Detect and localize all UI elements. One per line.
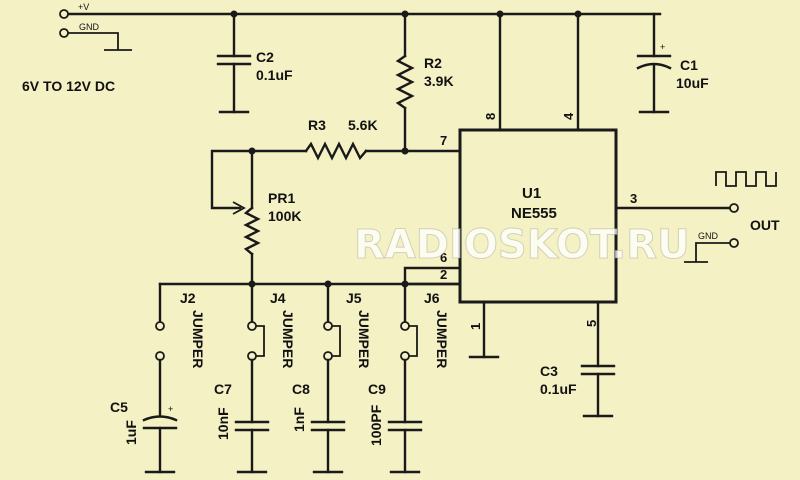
c5-value: 1uF [123, 420, 139, 445]
j4-label: JUMPER [280, 310, 296, 368]
pin6-number: 6 [440, 250, 447, 265]
c5-polarity: + [168, 404, 173, 414]
pr1-value: 100K [268, 208, 301, 224]
gnd-label: GND [79, 22, 100, 32]
c7-value: 10nF [215, 407, 231, 440]
output-ground-symbol [684, 242, 730, 263]
r3-ref: R3 [308, 117, 326, 133]
c3-value: 0.1uF [540, 381, 577, 397]
r2-value: 3.9K [424, 73, 454, 89]
jumper-j4[interactable] [247, 282, 265, 424]
watermark-text: RADIOSKOT.RU [354, 222, 690, 268]
c1-value: 10uF [676, 75, 709, 91]
resistor-r2[interactable] [395, 12, 415, 153]
capacitor-c8[interactable] [310, 420, 346, 474]
pin2-number: 2 [440, 267, 447, 282]
c3-ref: C3 [540, 363, 558, 379]
out-label: OUT [750, 217, 780, 233]
j5-ref: J5 [346, 290, 362, 306]
pin8-number: 8 [483, 113, 498, 120]
jumper-j2[interactable] [155, 282, 165, 418]
capacitor-c9[interactable] [387, 420, 423, 474]
pin1-ground [468, 300, 500, 359]
out-terminal[interactable] [729, 203, 739, 213]
pin3-number: 3 [630, 191, 637, 206]
pr1-ref: PR1 [268, 190, 295, 206]
c2-ref: C2 [256, 49, 274, 65]
capacitor-c7[interactable] [234, 420, 270, 474]
jumper-j5[interactable] [323, 282, 341, 424]
pin4-number: 4 [561, 112, 576, 120]
c8-value: 1nF [291, 407, 307, 432]
j2-ref: J2 [180, 290, 196, 306]
capacitor-c1[interactable] [636, 12, 672, 114]
j6-label: JUMPER [434, 310, 450, 368]
capacitor-c2[interactable] [216, 12, 252, 114]
u1-part: NE555 [511, 205, 557, 222]
j2-label: JUMPER [190, 310, 206, 368]
r3-value: 5.6K [348, 117, 378, 133]
out-gnd-terminal[interactable] [729, 238, 739, 248]
c8-ref: C8 [292, 381, 310, 397]
gnd-terminal[interactable] [59, 28, 69, 38]
c2-value: 0.1uF [256, 67, 293, 83]
square-wave-icon [715, 171, 777, 187]
c9-value: 100PF [368, 404, 384, 446]
jumper-j6[interactable] [400, 282, 418, 424]
capacitor-c3[interactable] [580, 300, 616, 418]
pin1-number: 1 [468, 323, 483, 330]
supply-range-label: 6V TO 12V DC [22, 78, 115, 94]
c1-ref: C1 [680, 57, 698, 73]
j5-label: JUMPER [356, 310, 372, 368]
c7-ref: C7 [214, 381, 232, 397]
vplus-label: +V [78, 2, 89, 12]
pin7-number: 7 [440, 133, 447, 148]
c9-ref: C9 [368, 381, 386, 397]
r2-ref: R2 [424, 55, 442, 71]
c1-polarity: + [660, 42, 665, 52]
capacitor-c5[interactable] [142, 415, 178, 474]
potentiometer-pr1[interactable] [210, 149, 261, 286]
pin5-number: 5 [584, 320, 599, 327]
vplus-terminal[interactable] [59, 9, 69, 19]
ic-u1-ne555[interactable] [458, 128, 618, 304]
resistor-r3[interactable] [250, 141, 462, 161]
pin6-lead [403, 266, 462, 286]
c5-ref: C5 [110, 399, 128, 415]
input-ground-symbol [68, 32, 132, 51]
u1-ref: U1 [522, 185, 541, 202]
j6-ref: J6 [424, 290, 440, 306]
j4-ref: J4 [270, 290, 286, 306]
out-gnd-label: GND [698, 231, 719, 241]
